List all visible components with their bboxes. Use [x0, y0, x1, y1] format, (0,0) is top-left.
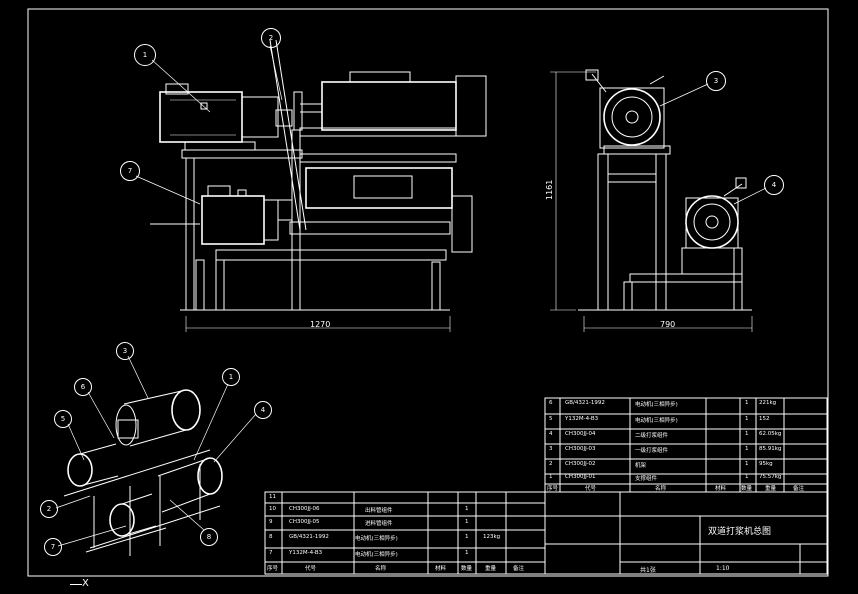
bom-qty: 1	[745, 400, 749, 406]
balloon-iso-8: 8	[200, 528, 218, 546]
table-row: 1 CH300JJ-01 支撑组件 1 75.57kg	[545, 474, 827, 484]
balloon-iso-5: 5	[54, 410, 72, 428]
bom-seq: 5	[549, 416, 553, 422]
bom-code: CH300JJ-06	[289, 506, 320, 512]
balloon-front-1: 1	[134, 44, 156, 66]
bom-header-weight: 重量	[765, 486, 777, 492]
balloon-iso-4: 4	[254, 401, 272, 419]
bom-header-weight: 重量	[485, 566, 497, 572]
bom-seq: 8	[269, 534, 273, 540]
bom-name: 支撑组件	[635, 476, 658, 482]
bom-seq: 9	[269, 519, 273, 525]
bom-name: 机架	[635, 463, 647, 469]
bom-seq: 10	[269, 506, 276, 512]
bom-seq: 3	[549, 446, 553, 452]
bom-qty: 1	[745, 474, 749, 480]
bom-weight: 95kg	[759, 461, 773, 467]
bom-code: CH300JJ-01	[565, 474, 596, 480]
bom-weight: 152	[759, 416, 770, 422]
balloon-iso-3: 3	[116, 342, 134, 360]
balloon-side-3: 3	[706, 71, 726, 91]
bom-seq: 7	[269, 550, 273, 556]
bom-header-code: 代号	[585, 486, 597, 492]
balloon-front-7: 7	[120, 161, 140, 181]
bom-qty: 1	[745, 461, 749, 467]
bom-header-seq: 序号	[547, 486, 559, 492]
bom-qty: 1	[465, 534, 469, 540]
bom-qty: 1	[745, 416, 749, 422]
balloon-iso-2: 2	[40, 500, 58, 518]
bom-code: CH300JJ-05	[289, 519, 320, 525]
bom-code: CH300JJ-04	[565, 431, 596, 437]
bom-weight: 221kg	[759, 400, 777, 406]
table-row: 3 CH300JJ-03 一级打浆组件 1 85.91kg	[545, 446, 827, 459]
bom-name: 出料管组件	[365, 508, 393, 514]
table-row: 4 CH300JJ-04 二级打浆组件 1 62.05kg	[545, 431, 827, 444]
bom-header-material: 材料	[715, 486, 727, 492]
bom-seq: 1	[549, 474, 553, 480]
bom-header-code: 代号	[305, 566, 317, 572]
balloon-side-4: 4	[764, 175, 784, 195]
bom-code: Y132M-4-B3	[289, 550, 323, 556]
bom-name: 电动机(三相异步)	[635, 418, 678, 424]
bom-header-qty: 数量	[461, 566, 473, 572]
outer-frame	[27, 8, 829, 577]
bom-code: Y132M-4-B3	[565, 416, 599, 422]
balloon-iso-7: 7	[44, 538, 62, 556]
bom-name: 电动机(三相异步)	[355, 552, 398, 558]
bom-header-seq: 序号	[267, 566, 279, 572]
bom-qty: 1	[465, 519, 469, 525]
drawing-scale: 1:10	[716, 565, 730, 572]
bom-weight: 75.57kg	[759, 474, 782, 480]
bom-header-name: 名称	[655, 486, 667, 492]
bom-header-material: 材料	[435, 566, 447, 572]
balloon-iso-1: 1	[222, 368, 240, 386]
bom-code: CH300JJ-02	[565, 461, 596, 467]
bom-header-note: 备注	[513, 566, 525, 572]
bom-weight: 85.91kg	[759, 446, 782, 452]
bom-seq: 6	[549, 400, 553, 406]
bom-seq: 4	[549, 431, 553, 437]
bom-name: 二级打浆组件	[635, 433, 669, 439]
bom-header-name: 名称	[375, 566, 387, 572]
bom-name: 电动机(三相异步)	[635, 402, 678, 408]
bom-code: GB/4321-1992	[565, 400, 605, 406]
bom-qty: 1	[745, 431, 749, 437]
bom-seq: 11	[269, 494, 276, 500]
bom-header-qty: 数量	[741, 486, 753, 492]
bom-code: GB/4321-1992	[289, 534, 329, 540]
bom-name: 电动机(三相异步)	[355, 536, 398, 542]
balloon-iso-6: 6	[74, 378, 92, 396]
bom-qty: 1	[465, 550, 469, 556]
balloon-front-2: 2	[261, 28, 281, 48]
bom-weight: 123kg	[483, 534, 501, 540]
side-view	[550, 69, 753, 332]
table-row: 2 CH300JJ-02 机架 1 95kg	[545, 461, 827, 474]
table-row: 6 GB/4321-1992 电动机(三相异步) 1 221kg	[545, 400, 827, 413]
dim-side-height: 1161	[545, 180, 554, 200]
front-view	[150, 39, 487, 332]
bom-header-note: 备注	[793, 486, 805, 492]
bom-code: CH300JJ-03	[565, 446, 596, 452]
table-row: 5 Y132M-4-B3 电动机(三相异步) 1 152	[545, 416, 827, 429]
bom-name: 进料管组件	[365, 521, 393, 527]
drawing-title: 双道打浆机总图	[708, 527, 772, 537]
bom-weight: 62.05kg	[759, 431, 782, 437]
axis-marker: X	[70, 578, 100, 592]
bom-qty: 1	[745, 446, 749, 452]
iso-view	[63, 389, 223, 556]
axis-marker-label: X	[82, 578, 89, 589]
dim-side-width: 790	[660, 320, 675, 329]
bom-seq: 2	[549, 461, 553, 467]
drawing-sheet: 共1张	[640, 567, 656, 574]
bom-lower-table	[264, 491, 828, 575]
bom-qty: 1	[465, 506, 469, 512]
bom-name: 一级打浆组件	[635, 448, 669, 454]
dim-front-width: 1270	[310, 320, 330, 329]
bom-header-row: 序号 代号 名称 数量 材料 重量 备注	[545, 484, 827, 492]
